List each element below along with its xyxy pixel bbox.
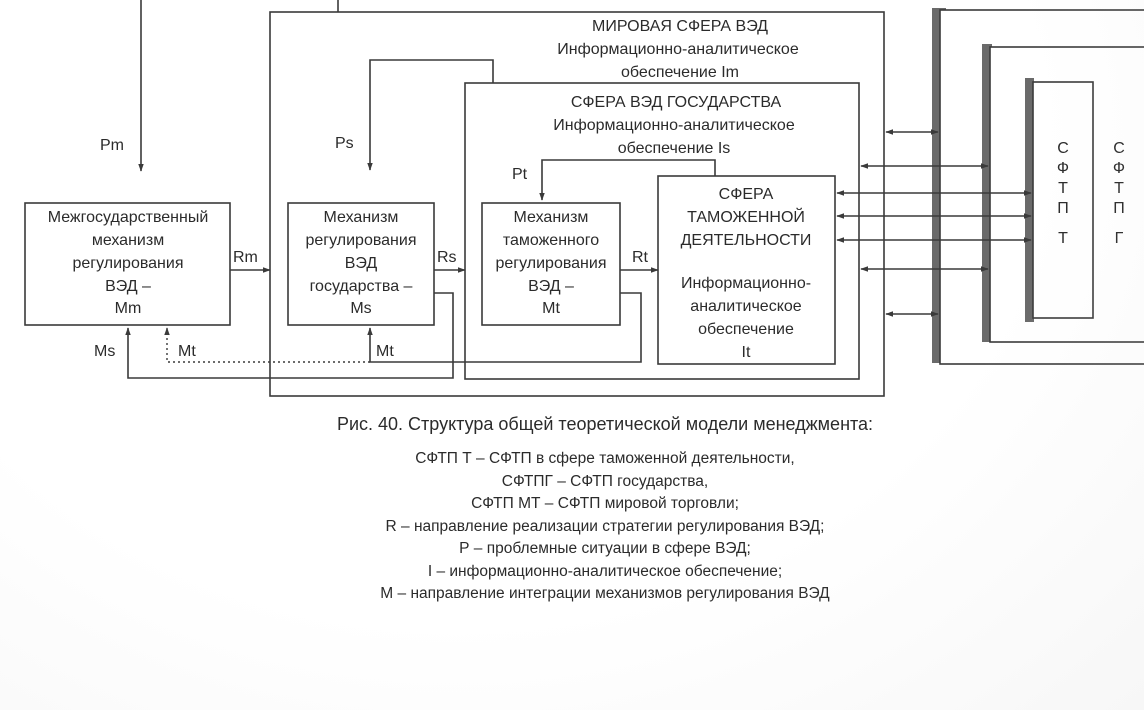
- sftp-t-letter: Ф: [1057, 160, 1069, 177]
- interstate-mechanism-box: [24, 202, 231, 326]
- sftp-g-letter: Т: [1114, 180, 1124, 197]
- state-sphere-info-line: обеспечение Is: [618, 140, 731, 157]
- caption-legend: СФТП Т – СФТП в сфере таможенной деятель…: [0, 448, 1144, 606]
- sftp-customs-card-shadow: [1025, 78, 1034, 322]
- state-mechanism-line: государства –: [310, 278, 413, 295]
- interstate-mechanism-line: регулирования: [72, 255, 183, 272]
- model-structure-diagram: С Ф Т П Т С Ф Т П Г МИРОВАЯ СФЕРА ВЭД Ин…: [24, 0, 1144, 397]
- legend-line: Р – проблемные ситуации в сфере ВЭД;: [459, 540, 751, 557]
- interstate-mechanism: Межгосударственный механизм регулировани…: [24, 202, 231, 326]
- interstate-mechanism-line: Межгосударственный: [48, 209, 209, 226]
- pt-arrow: [539, 159, 716, 201]
- mt-feedback-line: [367, 292, 642, 363]
- mt-feedback-left-label: Mt: [178, 343, 196, 360]
- sftp-t-letter: П: [1057, 200, 1069, 217]
- customs-mechanism: Механизм таможенного регулирования ВЭД –…: [481, 202, 621, 326]
- customs-mechanism-line: Mt: [542, 300, 560, 317]
- world-sphere-info-line: обеспечение Im: [621, 64, 739, 81]
- sftp-customs-card: [1032, 81, 1094, 319]
- customs-mechanism-line: ВЭД –: [528, 278, 574, 295]
- ps-arrow: [367, 59, 494, 171]
- ps-label: Ps: [335, 135, 354, 152]
- world-sphere-title: МИРОВАЯ СФЕРА ВЭД: [592, 18, 768, 35]
- sftp-g-letter: П: [1113, 200, 1125, 217]
- customs-mechanism-line: Механизм: [514, 209, 589, 226]
- legend-line: СФТП МТ – СФТП мировой торговли;: [471, 495, 739, 512]
- state-mechanism-box: [287, 202, 435, 326]
- state-sphere-info-line: Информационно-аналитическое: [553, 117, 795, 134]
- sftp-t-letter: Т: [1058, 180, 1068, 197]
- state-mechanism-line: ВЭД: [345, 255, 378, 272]
- legend-line: М – направление интеграции механизмов ре…: [380, 585, 830, 602]
- sftp-t-letter: Т: [1058, 230, 1068, 247]
- sftp-t-letter: С: [1057, 140, 1069, 157]
- legend-line: СФТПГ – СФТП государства,: [501, 472, 709, 490]
- legend-line: I – информационно-аналитическое обеспече…: [427, 562, 783, 580]
- customs-mechanism-line: таможенного: [503, 232, 599, 249]
- ms-feedback-label: Ms: [94, 343, 115, 360]
- customs-mechanism-line: регулирования: [495, 255, 606, 272]
- customs-sphere-info-line: обеспечение: [698, 321, 794, 338]
- mt-feedback-center-label: Mt: [376, 343, 394, 360]
- state-mechanism-line: Ms: [350, 300, 371, 317]
- sftp-g-letter: Г: [1115, 230, 1124, 247]
- customs-sphere-title-line: СФЕРА: [719, 186, 774, 203]
- customs-sphere-box: [657, 175, 836, 365]
- sftp-stack: С Ф Т П Т С Ф Т П Г: [932, 8, 1144, 365]
- customs-sphere-title-line: ТАМОЖЕННОЙ: [687, 207, 805, 226]
- sftp-g-letter: Ф: [1113, 160, 1125, 177]
- caption-title: Рис. 40. Структура общей теоретической м…: [336, 414, 874, 434]
- customs-sphere-title-line: ДЕЯТЕЛЬНОСТИ: [681, 232, 812, 249]
- customs-sphere: СФЕРА ТАМОЖЕННОЙ ДЕЯТЕЛЬНОСТИ Информацио…: [657, 175, 836, 365]
- pt-label: Pt: [512, 166, 528, 183]
- state-mechanism-line: Механизм: [324, 209, 399, 226]
- customs-mechanism-box: [481, 202, 621, 326]
- legend-line: R – направление реализации стратегии рег…: [385, 517, 825, 535]
- rt-label: Rt: [632, 249, 649, 266]
- pm-label: Pm: [100, 137, 124, 154]
- world-sphere-info-line: Информационно-аналитическое: [557, 41, 799, 58]
- legend-line: СФТП Т – СФТП в сфере таможенной деятель…: [415, 450, 795, 467]
- interstate-mechanism-line: механизм: [92, 232, 164, 249]
- state-mechanism-line: регулирования: [305, 232, 416, 249]
- rs-label: Rs: [437, 249, 457, 266]
- interstate-mechanism-line: ВЭД –: [105, 278, 151, 295]
- mt-dotted-line: [164, 327, 370, 363]
- state-mechanism: Механизм регулирования ВЭД государства –…: [287, 202, 435, 326]
- state-sphere-title: СФЕРА ВЭД ГОСУДАРСТВА: [571, 94, 782, 111]
- customs-sphere-info-line: аналитическое: [690, 298, 801, 315]
- interstate-mechanism-line: Mm: [115, 300, 142, 317]
- sftp-g-letter: С: [1113, 140, 1125, 157]
- customs-sphere-info-line: Информационно-: [681, 275, 811, 292]
- ms-feedback-line: [125, 292, 454, 379]
- customs-sphere-info-line: It: [742, 344, 751, 361]
- rm-label: Rm: [233, 249, 258, 266]
